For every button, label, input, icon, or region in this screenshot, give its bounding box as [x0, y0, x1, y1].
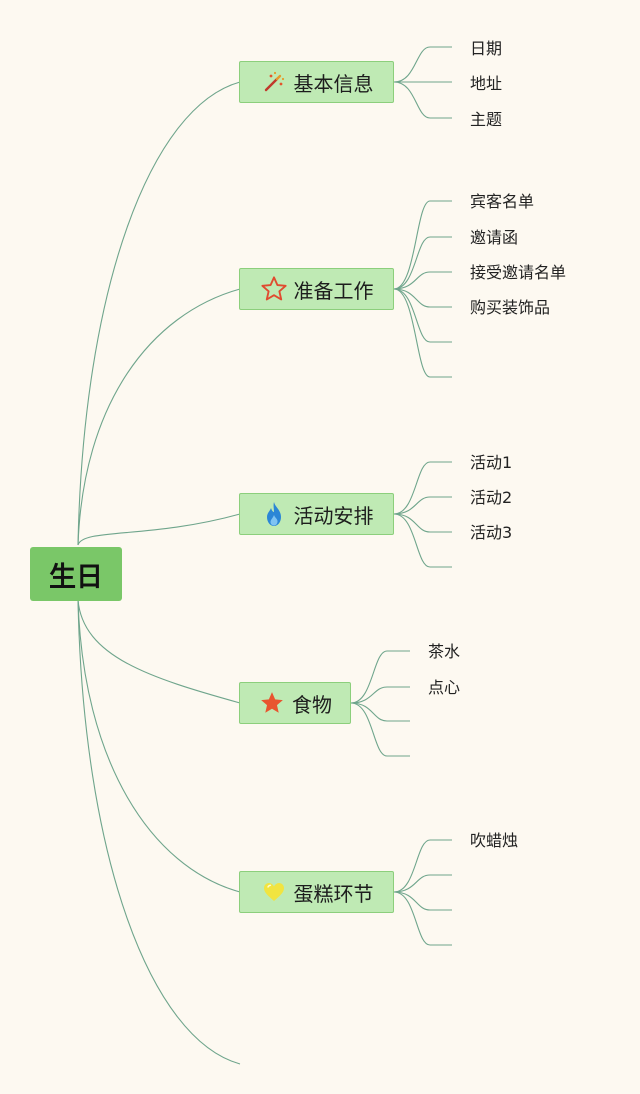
branch-label: 活动安排: [293, 503, 374, 528]
leaf-item[interactable]: 活动3: [470, 523, 513, 542]
connector-line: [393, 874, 452, 893]
connector-line: [393, 496, 452, 515]
magic-wand-icon: [260, 68, 288, 96]
connector-line: [393, 288, 452, 378]
leaf-item[interactable]: 接受邀请名单: [470, 263, 567, 282]
leaf-item[interactable]: 活动1: [470, 453, 513, 472]
branch-node-activities[interactable]: 活动安排: [239, 493, 394, 535]
branch-node-food[interactable]: 食物: [239, 682, 351, 724]
connector-line: [393, 891, 452, 946]
root-node[interactable]: 生日: [30, 547, 122, 601]
branch-label: 基本信息: [293, 71, 374, 96]
branch-node-basic-info[interactable]: 基本信息: [239, 61, 394, 103]
connector-line: [393, 46, 452, 83]
heart-icon: [260, 878, 288, 906]
branch-label: 蛋糕环节: [293, 881, 374, 906]
connector-line: [77, 81, 241, 546]
connector-line: [350, 702, 410, 757]
branch-node-cake[interactable]: 蛋糕环节: [239, 871, 394, 913]
connector-line: [393, 891, 452, 911]
connector-line: [393, 271, 452, 290]
connector-line: [350, 650, 410, 704]
connector-line: [393, 461, 452, 515]
connector-line: [77, 599, 241, 893]
leaf-item[interactable]: 活动2: [470, 488, 513, 507]
connector-line: [350, 686, 410, 704]
branch-node-preparation[interactable]: 准备工作: [239, 268, 394, 310]
leaf-item[interactable]: 宾客名单: [470, 192, 535, 211]
connector-line: [393, 288, 452, 343]
connector-line: [393, 81, 452, 119]
connector-line: [77, 513, 241, 546]
leaf-item[interactable]: 邀请函: [470, 228, 519, 247]
branch-label: 准备工作: [293, 278, 374, 303]
root-label: 生日: [49, 561, 103, 593]
flame-icon: [260, 500, 288, 528]
leaf-item[interactable]: 吹蜡烛: [470, 831, 519, 850]
branch-label: 食物: [292, 692, 332, 717]
star-filled-icon: [258, 689, 286, 717]
leaf-item[interactable]: 点心: [428, 678, 461, 697]
connector-line: [393, 513, 452, 533]
connector-line: [77, 599, 241, 704]
leaf-item[interactable]: 地址: [470, 74, 503, 93]
connector-line: [350, 702, 410, 722]
connector-line: [393, 839, 452, 893]
leaf-item[interactable]: 茶水: [428, 642, 461, 661]
connector-line: [393, 513, 452, 568]
leaf-item[interactable]: 日期: [470, 39, 503, 58]
connector-line: [393, 288, 452, 308]
star-outline-icon: [260, 275, 288, 303]
connector-line: [393, 200, 452, 290]
connector-line: [77, 288, 241, 546]
leaf-item[interactable]: 购买装饰品: [470, 298, 551, 317]
connector-line: [77, 599, 241, 1065]
connector-line: [393, 236, 452, 290]
leaf-item[interactable]: 主题: [470, 110, 503, 129]
